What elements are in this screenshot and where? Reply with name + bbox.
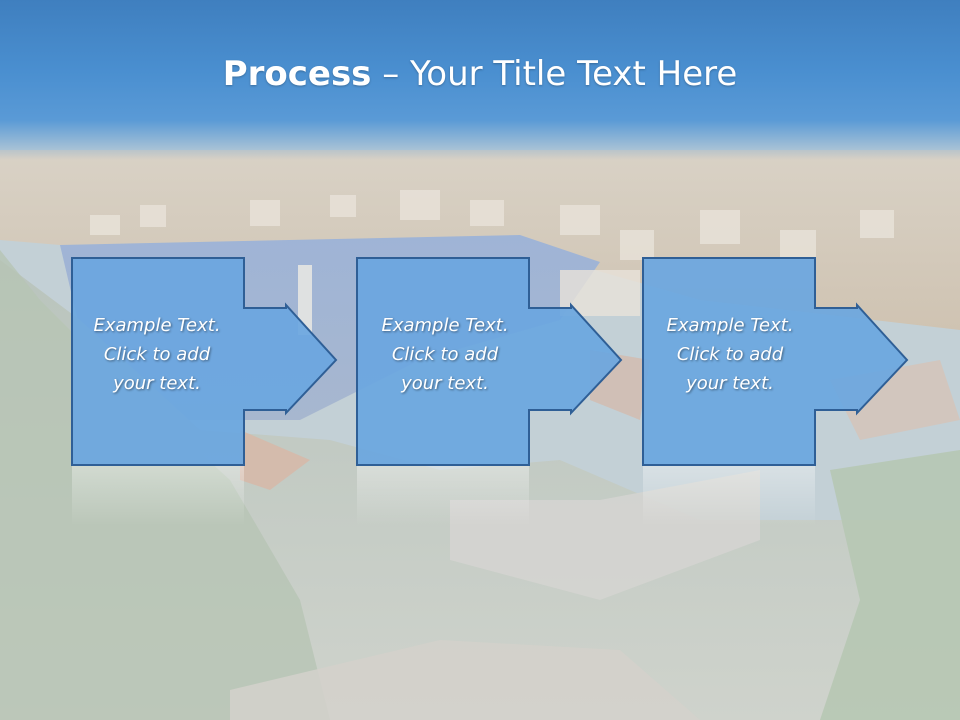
slide-title[interactable]: Process – Your Title Text Here <box>0 52 960 96</box>
step-1-text[interactable]: Example Text. Click to add your text. <box>72 311 242 398</box>
title-bold: Process <box>222 54 372 94</box>
step-3-arrow[interactable] <box>642 257 909 466</box>
step-2-line3: your text. <box>401 373 489 394</box>
step-1-line3: your text. <box>113 373 201 394</box>
step-2-text[interactable]: Example Text. Click to add your text. <box>360 311 530 398</box>
step-3-line2: Click to add <box>676 344 784 365</box>
step-1-line1: Example Text. <box>93 315 221 336</box>
step-2-line1: Example Text. <box>381 315 509 336</box>
step-2-line2: Click to add <box>391 344 499 365</box>
step-2-arrow[interactable] <box>356 257 623 466</box>
step-3-line3: your text. <box>686 373 774 394</box>
step-3-reflection <box>643 466 815 526</box>
step-1-reflection <box>72 466 244 526</box>
step-2-reflection <box>357 466 529 526</box>
step-1-line2: Click to add <box>103 344 211 365</box>
title-band <box>0 0 960 160</box>
step-3-text[interactable]: Example Text. Click to add your text. <box>645 311 815 398</box>
step-3-line1: Example Text. <box>666 315 794 336</box>
title-rest: – Your Title Text Here <box>371 54 738 94</box>
step-1-arrow[interactable] <box>71 257 338 466</box>
